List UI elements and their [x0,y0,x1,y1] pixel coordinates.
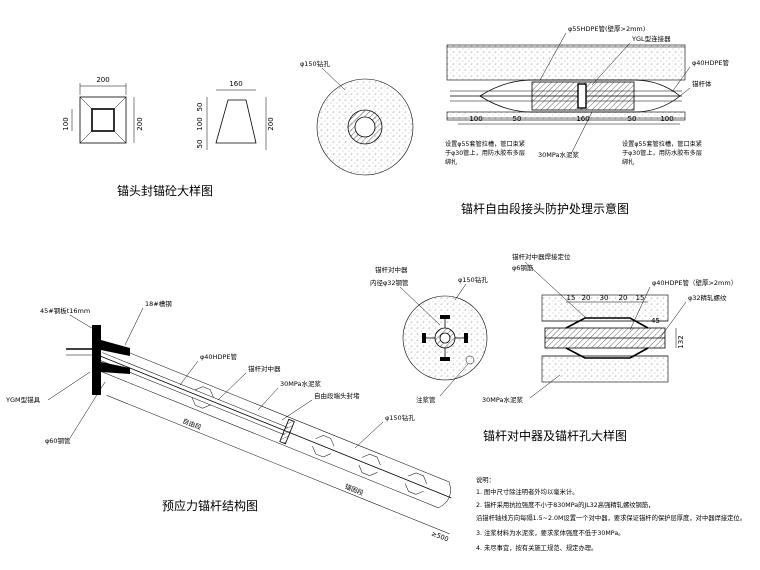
dim-trap-right: 200 [267,117,275,130]
joint-detail: φ55HDPE管(壁厚>2mm) YGL型连接器 φ40HDPE管 锚杆体 10… [445,24,729,216]
dim-seal-right: 200 [136,117,144,130]
dim-cent-3: 30 [600,294,609,302]
label-hdpe55: φ55HDPE管(壁厚>2mm) [568,24,645,33]
dim-trap-left-1: 50 [196,103,204,112]
label-centralizer-2: 锚杆对中器 [375,265,408,274]
dim-trap-left-3: 50 [196,140,204,149]
notes: 说明： 1. 图中尺寸除注明者外均以毫米计。 2. 锚杆采用抗拉强度不小于830… [476,475,746,552]
label-bar32: φ32精轧螺纹 [688,293,727,302]
label-end-length: ≥500 [430,529,450,543]
label-grout-pipe: 注浆管 [416,395,436,404]
dim-joint-3: 160 [576,115,589,123]
dim-trap-top: 160 [229,80,242,88]
notes-heading: 说明： [476,475,495,484]
label-rebar6: φ6钢筋 [512,263,534,272]
label-centralizer: 锚杆对中器 [248,364,281,373]
hole-section-1: φ150钻孔 [300,59,414,176]
seal-square-outer [79,96,127,144]
seal-square-inner [91,108,115,132]
note-4: 4. 未尽事宜，按有关施工规范、规定办理。 [476,543,597,552]
note-2: 2. 锚杆采用抗拉强度不小于830MPa的JL32高强精轧螺纹钢筋， [476,500,654,509]
note-2b: 沿锚杆轴线方向每隔1.5~2.0M设置一个对中器，要求保证锚杆的保护层厚度，对中… [476,513,746,522]
dim-cent-2: 20 [582,294,591,302]
label-hdpe40: φ40HDPE管 [692,58,729,67]
label-ygl: YGL型连接器 [631,34,671,43]
note-joint-left: 设置φ55套管拉槽，管口束紧于φ30管上，用防水胶布多层绑扎 [445,141,526,166]
anchor-plate [92,325,101,395]
centralizer-section: 锚杆对中器 内径φ32钢管 φ150钻孔 注浆管 [370,265,488,404]
joint-dims: 100 50 160 50 100 [469,115,673,123]
dim-cent-side-1: 45 [651,317,660,325]
dim-joint-1: 100 [469,115,482,123]
label-weld: 锚杆对中器焊接定位 [512,252,571,261]
centralizers [191,386,427,495]
title-seal-detail: 锚头封锚砼大样图 [117,183,213,198]
title-centralizer: 锚杆对中器及锚杆孔大样图 [483,428,627,443]
centralizer-long: 15 20 30 20 15 45 132 锚杆对中器焊接定位 φ6钢筋 φ40… [482,252,737,443]
label-hdpe-cent: φ40HDPE管（壁厚>2mm） [652,278,737,287]
note-3: 3. 注浆材料为水泥浆，要求浆体强度不低于30MPa。 [476,528,624,537]
dim-joint-5: 100 [660,115,673,123]
label-mortar-cent: 30MPa水泥浆 [482,395,523,404]
title-free-joint: 锚杆自由段接头防护处理示意图 [461,201,629,216]
label-free-length: 自由段 [181,416,203,432]
label-hole-anchor: φ150钻孔 [385,413,415,422]
seal-detail: 200 100 200 160 50 100 50 200 锚头封锚砼大样图 [62,76,275,198]
label-steel-pipe: φ60钢管 [45,436,71,445]
dim-joint-2: 50 [513,115,522,123]
label-anchor-length: 锚固段 [344,482,366,498]
label-hole-150-2: φ150钻孔 [458,275,488,284]
label-hole-150: φ150钻孔 [300,59,330,68]
dim-cent-side-2: 132 [677,335,685,348]
note-1: 1. 图中尺寸除注明者外均以毫米计。 [476,487,578,496]
label-mortar-anchor: 30MPa水泥浆 [280,379,321,388]
dim-seal-left: 100 [62,117,70,130]
dim-seal-top: 200 [96,76,109,84]
label-inner-pipe: 内径φ32钢管 [370,278,409,287]
label-hdpe-anchor: φ40HDPE管 [200,352,237,361]
dim-joint-4: 50 [628,115,637,123]
dim-cent-1: 15 [567,294,576,302]
label-anchor-body: 锚杆体 [692,79,712,88]
label-plate: 45#钢板t16mm [40,306,90,315]
label-seal-end: 自由段端头封堵 [314,391,360,400]
title-prestressed: 预应力锚杆结构图 [162,498,258,513]
label-channel: 18#槽钢 [145,299,172,308]
centralizer-dims: 15 20 30 20 15 [567,294,645,302]
prestressed-anchor: 自由段 锚固段 ≥500 45#钢板t16mm 18#槽钢 φ40HDPE管 锚… [5,299,452,543]
dim-cent-4: 20 [619,294,628,302]
note-joint-right: 设置φ55套管拉槽，管口束紧于φ30管上，用防水胶布多层绑扎 [622,141,703,166]
dim-trap-left-2: 100 [196,117,204,130]
dim-cent-5: 15 [636,294,645,302]
label-ygm: YGM型锚具 [5,395,41,404]
seal-trapezoid [215,99,257,144]
label-mortar-joint: 30MPa水泥浆 [538,150,579,159]
